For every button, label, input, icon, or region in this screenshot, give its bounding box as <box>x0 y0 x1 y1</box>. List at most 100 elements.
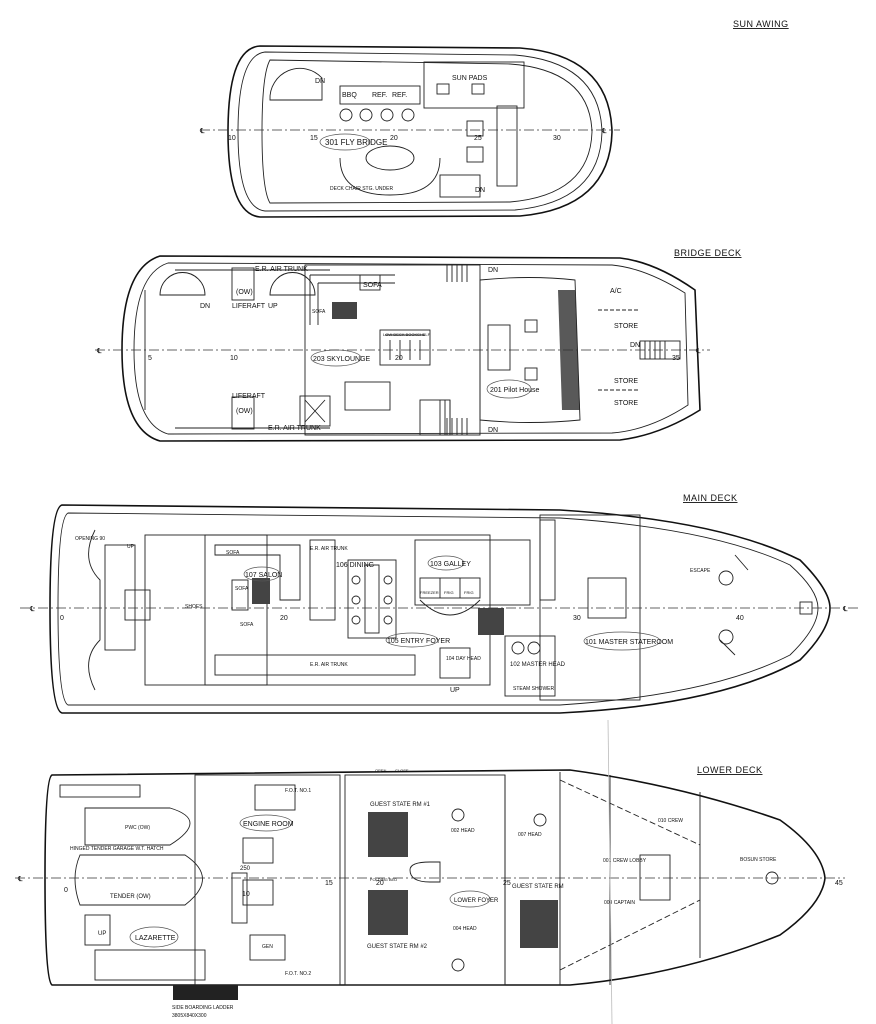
main-deck-plan: MAIN DECK OPENING 90 SHOES SOFA SOFA SOF… <box>20 493 860 714</box>
room-label-galley: 103 GALLEY <box>430 561 471 568</box>
centerline-symbol: ℄ <box>29 606 35 613</box>
room-label-head: 002 HEAD <box>451 828 475 834</box>
label-fot: F.O.T. NO.1 <box>285 788 311 794</box>
label-side-boarding-ladder: SIDE BOARDING LADDER <box>172 1005 234 1011</box>
label-sofa: SOFA <box>226 550 240 556</box>
sun-deck-title: SUN AWING <box>733 19 789 29</box>
centerline-symbol: ℄ <box>96 348 102 355</box>
lower-deck-title: LOWER DECK <box>697 765 763 775</box>
label-escape: ESCAPE <box>690 568 711 574</box>
sun-deck-plan: SUN AWING BBQ REF. REF. SUN PADS DN DN D… <box>199 19 789 218</box>
elevator <box>478 608 504 635</box>
label-folding-bed: FOLDING BED <box>370 877 397 882</box>
label-up: UP <box>450 687 460 694</box>
label-shaft: 250 <box>240 866 251 872</box>
bar-counter <box>339 85 421 105</box>
label-close: CLOSE <box>395 768 409 773</box>
side-boarding-ladder <box>173 985 238 1000</box>
label-up: UP <box>98 931 106 937</box>
label-ac: A/C <box>610 288 622 295</box>
spiral-stair <box>269 272 316 296</box>
label-er-air-trunk: E.R. AIR TRUNK <box>310 546 348 552</box>
master-stateroom-room <box>539 514 641 701</box>
sun-pads-area <box>423 61 525 109</box>
label-er-air-trunk: E.R. AIR TRUNK <box>255 266 308 273</box>
bridge-hull-outline <box>121 255 701 442</box>
centerline-symbol: ℄ <box>199 128 205 135</box>
room-label-salon: 107 SALON <box>245 572 282 579</box>
flybridge-hull-outline <box>227 45 613 218</box>
centerline-symbol: ℄ <box>842 606 848 613</box>
coffee-table <box>332 302 357 319</box>
station-number: 15 <box>310 135 318 142</box>
label-ladder-dimensions: 3805X840X300 <box>172 1013 207 1019</box>
label-sofa: SOFA <box>235 586 249 592</box>
label-ref: REF. <box>372 92 387 99</box>
label-frig: FRIG <box>464 590 474 595</box>
lower-hull-outline <box>44 769 826 986</box>
main-deck-title: MAIN DECK <box>683 493 738 503</box>
room-label-guest-state-rm-2: GUEST STATE RM #2 <box>367 944 428 950</box>
label-fot: F.O.T. NO.2 <box>285 971 311 977</box>
station-number: 10 <box>242 891 250 898</box>
label-tender-garage: HINGED TENDER GARAGE W.T. HATCH <box>70 846 164 852</box>
station-number: 45 <box>835 880 843 887</box>
station-number: 35 <box>672 355 680 362</box>
dining-table-rug <box>347 559 397 639</box>
label-sun-pads: SUN PADS <box>452 75 488 82</box>
room-label-master-head: 102 MASTER HEAD <box>510 662 566 668</box>
label-gen: GEN <box>262 944 273 950</box>
salon-table <box>252 578 270 604</box>
room-label-crew: 010 CREW <box>658 818 683 824</box>
bridge-deck-title: BRIDGE DECK <box>674 248 742 258</box>
room-label-guest-state-rm: GUEST STATE RM <box>512 884 564 890</box>
room-label-guest-state-rm-1: GUEST STATE RM #1 <box>370 802 431 808</box>
pilot-house-room <box>479 277 581 423</box>
spiral-stair <box>269 67 323 101</box>
room-label-skylounge: 203 SKYLOUNGE <box>313 356 371 363</box>
label-liferaft: LIFERAFT <box>232 393 266 400</box>
room-label-dining: 106 DINING <box>336 562 374 569</box>
label-pwc: PWC (OW) <box>125 825 150 831</box>
label-up: UP <box>268 303 278 310</box>
station-number: 20 <box>395 355 403 362</box>
label-opening: OPENING 90 <box>75 536 105 542</box>
room-label-entry-foyer: 105 ENTRY FOYER <box>387 638 450 645</box>
bridge-deck-plan: BRIDGE DECK DN LIFERAFT (OW) LIFERAFT (O… <box>95 248 742 442</box>
label-sofa: SOFA <box>363 282 382 289</box>
room-label-lower-foyer: LOWER FOYER <box>454 898 499 904</box>
label-deck-chair: DECK CHAIR STG. UNDER <box>330 186 393 192</box>
spiral-stair <box>159 272 206 296</box>
station-number: 25 <box>474 135 482 142</box>
label-ow: (OW) <box>236 408 253 415</box>
room-label-lazarette: LAZARETTE <box>135 935 176 942</box>
room-label-master-stateroom: 101 MASTER STATEROOM <box>585 639 673 646</box>
label-freezer: FREEZER <box>420 590 439 595</box>
fold-line <box>607 719 613 1024</box>
room-label-engine-room: ENGINE ROOM <box>243 821 294 828</box>
station-number: 20 <box>390 135 398 142</box>
label-store: STORE <box>614 323 638 330</box>
label-sofa: SOFA <box>240 622 254 628</box>
station-number: 0 <box>60 615 64 622</box>
room-label-head: 004 HEAD <box>453 926 477 932</box>
galley-room <box>414 539 531 606</box>
room-label-day-head: 104 DAY HEAD <box>446 656 481 662</box>
room-label-head: 007 HEAD <box>518 832 542 838</box>
label-sofa: SOFA <box>312 309 326 315</box>
station-number: 10 <box>228 135 236 142</box>
label-er-air-trunk: E.R. AIR TRUNK <box>310 662 348 668</box>
station-number: 30 <box>573 615 581 622</box>
label-bookshelf: LOW-DECK BOOKSHELF <box>383 332 431 337</box>
label-up: UP <box>127 544 135 550</box>
label-frig: FRIG <box>444 590 454 595</box>
centerline-symbol: ℄ <box>601 128 607 135</box>
label-dn: DN <box>200 303 210 310</box>
station-number: 20 <box>280 615 288 622</box>
room-label-captain: 009 CAPTAIN <box>604 900 635 906</box>
label-open: OPEN <box>375 768 386 773</box>
label-ref: REF. <box>392 92 407 99</box>
lower-deck-plan: LOWER DECK HINGED TENDER GARAGE W.T. HAT… <box>15 765 845 1019</box>
label-dn: DN <box>315 78 325 85</box>
